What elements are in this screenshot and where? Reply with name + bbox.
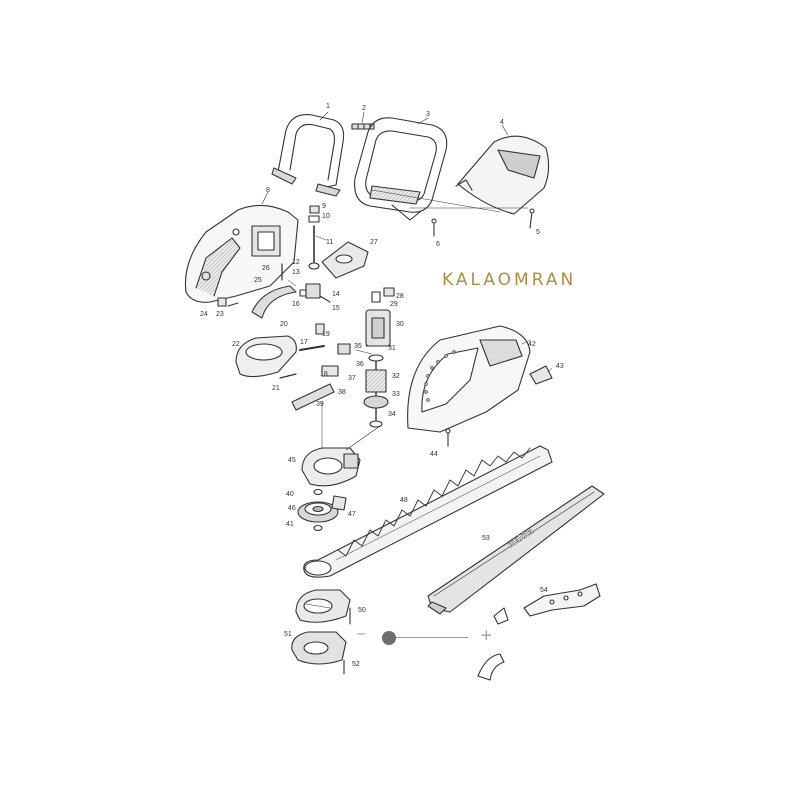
callout-31: 31 — [388, 345, 396, 352]
callout-36: 36 — [356, 361, 364, 368]
callout-13: 13 — [292, 269, 300, 276]
gear-cover-part — [235, 335, 297, 378]
callout-51: 51 — [284, 631, 292, 638]
drive-shaft-part — [291, 383, 335, 411]
callout-22: 22 — [232, 341, 240, 348]
housing-right-part — [407, 325, 531, 433]
callout-47: 47 — [348, 511, 356, 518]
callout-15: 15 — [332, 305, 340, 312]
callout-4: 4 — [500, 119, 504, 126]
switch-block-part — [299, 283, 331, 303]
zoom-out-button[interactable]: − — [356, 627, 367, 642]
callout-17: 17 — [300, 339, 308, 346]
crank-gear-part — [297, 501, 339, 523]
callout-19: 19 — [322, 331, 330, 338]
callout-27: 27 — [370, 239, 378, 246]
housing-left-part — [184, 204, 299, 303]
screw-small-part — [431, 218, 437, 237]
zoom-slider-track[interactable] — [390, 637, 468, 638]
callout-42: 42 — [528, 341, 536, 348]
callout-12: 12 — [292, 259, 300, 266]
callout-1: 1 — [326, 103, 330, 110]
callout-39: 39 — [316, 401, 324, 408]
callout-53: 53 — [482, 535, 490, 542]
armature-part — [363, 361, 389, 428]
callout-10: 10 — [322, 213, 330, 220]
front-handle-part — [271, 114, 345, 197]
callout-48: 48 — [400, 497, 408, 504]
zoom-control: − + — [356, 626, 496, 648]
hand-guard-part — [455, 135, 550, 215]
cutter-blade-part — [303, 445, 553, 578]
callout-30: 30 — [396, 321, 404, 328]
callout-21: 21 — [272, 385, 280, 392]
field-coil-part — [365, 309, 391, 347]
callout-45: 45 — [288, 457, 296, 464]
callout-54: 54 — [540, 587, 548, 594]
callout-28: 28 — [396, 293, 404, 300]
switch-stack-part — [308, 205, 320, 270]
callout-50: 50 — [358, 607, 366, 614]
screw-small-part — [529, 208, 535, 229]
callout-23: 23 — [216, 311, 224, 318]
callout-9: 9 — [322, 203, 326, 210]
callout-6: 6 — [436, 241, 440, 248]
callout-43: 43 — [556, 363, 564, 370]
callout-11: 11 — [326, 239, 333, 246]
blade-cover-part — [427, 485, 605, 615]
callout-16: 16 — [292, 301, 300, 308]
callout-8: 8 — [266, 187, 270, 194]
callout-46: 46 — [288, 505, 296, 512]
cover-plate-part — [321, 241, 369, 279]
callout-labels: 1 2 3 4 5 6 8 9 10 11 12 13 14 15 16 17 … — [200, 103, 564, 668]
callout-29: 29 — [390, 301, 398, 308]
callout-20: 20 — [280, 321, 288, 328]
callout-34: 34 — [388, 411, 396, 418]
callout-14: 14 — [332, 291, 340, 298]
callout-18: 18 — [320, 371, 328, 378]
callout-2: 2 — [362, 105, 366, 112]
brand-watermark: KALAOMRAN — [442, 270, 577, 290]
callout-32: 32 — [392, 373, 400, 380]
callout-41: 41 — [286, 521, 294, 528]
callout-44: 44 — [430, 451, 438, 458]
lower-gear-plate-part — [295, 589, 351, 623]
callout-3: 3 — [426, 111, 430, 118]
callout-24: 24 — [200, 311, 208, 318]
callout-5: 5 — [536, 229, 540, 236]
callout-38: 38 — [338, 389, 346, 396]
rear-handle-part — [354, 117, 448, 221]
zoom-in-button[interactable]: + — [480, 626, 493, 644]
callout-52: 52 — [352, 661, 360, 668]
trigger-rod-part — [251, 285, 297, 319]
guard-clip-part — [523, 583, 601, 617]
callout-25: 25 — [254, 277, 262, 284]
callout-37: 37 — [348, 375, 356, 382]
callout-40: 40 — [286, 491, 294, 498]
callout-26: 26 — [262, 265, 270, 272]
zoom-slider-handle[interactable] — [382, 631, 396, 645]
callout-35: 35 — [354, 343, 362, 350]
bottom-cover-part — [291, 631, 347, 665]
callout-33: 33 — [392, 391, 400, 398]
gear-housing-part — [301, 447, 361, 487]
